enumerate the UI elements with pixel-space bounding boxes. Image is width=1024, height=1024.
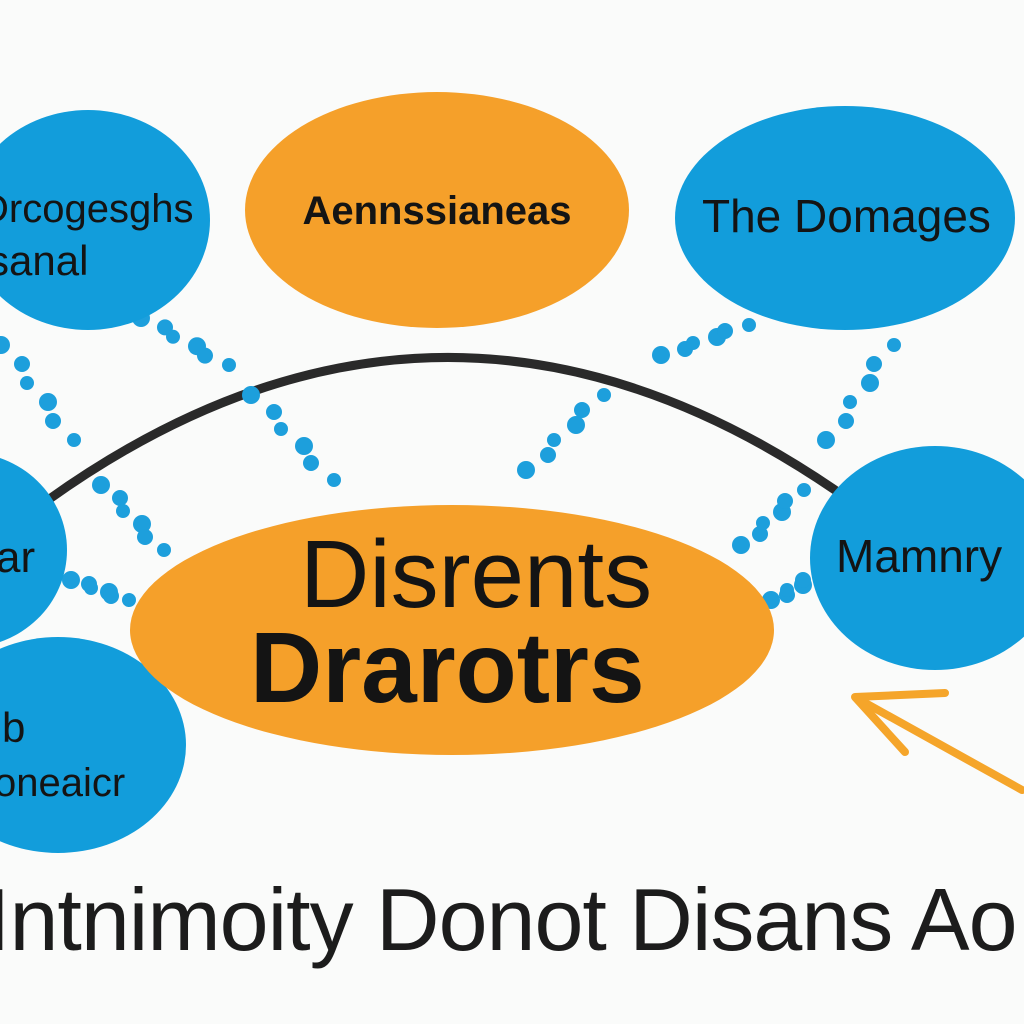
connector-dot xyxy=(103,588,119,604)
footer-title: Intnimoity Donot Disans Ao xyxy=(0,870,1017,969)
connector-dot xyxy=(157,543,171,557)
connector-dot xyxy=(742,318,756,332)
connector-dot xyxy=(517,461,535,479)
connector-dot xyxy=(274,422,288,436)
connector-dot xyxy=(303,455,319,471)
connector-dot xyxy=(222,358,236,372)
dotted-connectors xyxy=(0,309,901,609)
connector-dot xyxy=(45,413,61,429)
connector-dot xyxy=(137,529,153,545)
connector-dot xyxy=(756,516,770,530)
node-top-center-bubble xyxy=(245,92,629,328)
connector-dot xyxy=(122,593,136,607)
node-middle-left-label: ar xyxy=(0,533,35,582)
connector-dot xyxy=(327,473,341,487)
connector-dot xyxy=(62,571,80,589)
node-bottom-left-label-line2: oneaicr xyxy=(0,761,125,805)
connector-dot xyxy=(112,490,128,506)
connector-dot xyxy=(166,329,180,344)
node-top-left-bubble xyxy=(0,110,210,330)
connector-dot xyxy=(574,402,590,418)
connector-dot xyxy=(567,416,585,434)
connector-dot xyxy=(686,336,700,350)
connector-dot xyxy=(752,526,768,542)
connector-dot xyxy=(797,483,811,497)
connector-dot xyxy=(777,493,793,509)
node-top-right-label: The Domages xyxy=(702,190,991,242)
node-center-label-line1: Disrents xyxy=(300,521,652,628)
connector-dot xyxy=(92,476,110,494)
connector-dot xyxy=(597,388,611,402)
connector-dot xyxy=(20,376,34,390)
arrow-icon xyxy=(851,689,1024,794)
node-bottom-left-bubble xyxy=(0,637,186,853)
connector-dot xyxy=(84,581,98,595)
connector-dot xyxy=(14,356,30,372)
connector-dot xyxy=(242,386,260,404)
node-bottom-left-label-line1: b xyxy=(2,704,25,751)
connector-dot xyxy=(133,515,151,533)
connector-dot xyxy=(197,347,213,364)
node-top-center-label: Aennssianeas xyxy=(302,189,571,233)
node-center-bubble xyxy=(130,505,774,755)
node-middle-left-bubble xyxy=(0,457,67,643)
connector-dot xyxy=(866,356,882,372)
connector-dot xyxy=(540,447,556,463)
connector-dot xyxy=(732,536,750,554)
connector-dot xyxy=(780,583,794,597)
node-middle-right-bubble xyxy=(810,446,1024,670)
node-top-left-label-line1: Drcogesghs xyxy=(0,187,193,231)
connector-dot xyxy=(652,346,670,364)
connector-dot xyxy=(887,338,901,352)
connector-dot xyxy=(843,395,857,409)
connector-dot xyxy=(295,437,313,455)
connector-dot xyxy=(795,572,811,588)
connector-dot xyxy=(39,393,57,411)
node-top-right-bubble xyxy=(675,106,1015,330)
connector-dot xyxy=(0,336,10,354)
connector-dot xyxy=(116,504,130,518)
connector-dot xyxy=(266,404,282,420)
connector-dot xyxy=(861,374,879,392)
connector-dot xyxy=(838,413,854,429)
connector-dot xyxy=(547,433,561,447)
node-middle-right-label: Mamnry xyxy=(836,530,1002,582)
connector-dot xyxy=(817,431,835,449)
node-center-label-line2: Drarotrs xyxy=(250,612,645,724)
connector-dot xyxy=(717,323,733,339)
connector-arc xyxy=(43,352,840,505)
connector-dot xyxy=(67,433,81,447)
